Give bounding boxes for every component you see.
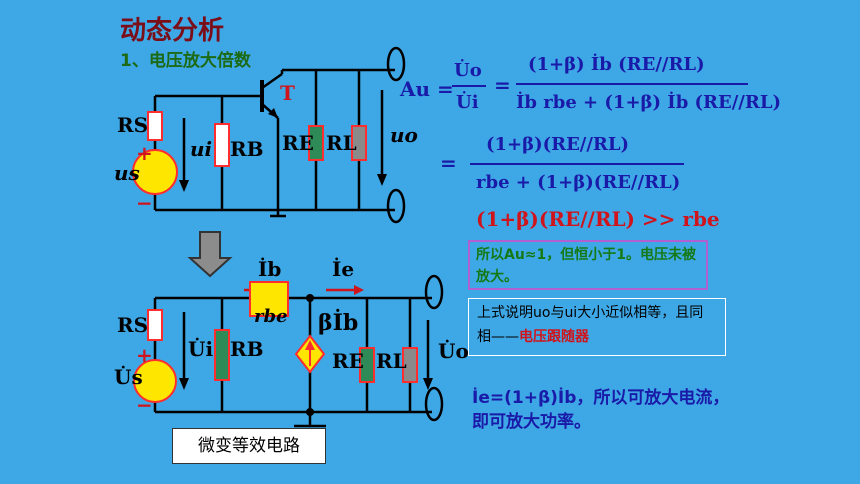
bottom-us-label: U̇s <box>114 365 143 389</box>
top-circuit <box>153 68 395 218</box>
top-output-terminal-upper <box>386 46 406 82</box>
current-gain-note: İe=(1+β)İb，所以可放大电流，即可放大功率。 <box>472 388 730 432</box>
follower-note: 上式说明uo与ui大小近似相等，且同相——电压跟随器 <box>468 298 726 356</box>
conclusion-note: 所以Au≈1，但恒小于1。电压未被放大。 <box>468 240 708 290</box>
top-plus-sign: + <box>136 141 153 165</box>
bottom-re-resistor <box>359 347 375 383</box>
top-us-label: us <box>114 161 140 185</box>
bottom-rs-resistor <box>147 309 163 341</box>
transform-down-arrow <box>187 231 233 278</box>
bottom-re-label: RE <box>332 349 364 373</box>
emitter-arrowhead <box>268 108 278 118</box>
rbe-resistor <box>249 281 289 317</box>
ui-arrowhead <box>179 180 189 192</box>
top-rs-label: RS <box>117 113 148 137</box>
formula-lhs: Au = <box>399 77 454 101</box>
bottom-uo-arrowhead <box>423 378 433 390</box>
formula-line1-denominator: İb rbe + (1+β) İb (RE//RL) <box>516 90 781 113</box>
bottom-ie-label: İe <box>332 257 354 281</box>
junction-dot-bottom <box>306 408 314 416</box>
formula-line2-numerator: (1+β)(RE//RL) <box>486 134 629 155</box>
junction-dot-top <box>306 294 314 302</box>
top-minus-sign: − <box>136 191 153 215</box>
formula-line2-denominator: rbe + (1+β)(RE//RL) <box>476 172 680 193</box>
top-uo-label: uo <box>390 123 418 147</box>
top-voltage-source <box>132 149 178 195</box>
bottom-rl-label: RL <box>376 349 407 373</box>
voltage-follower-highlight: 电压跟随器 <box>519 329 589 345</box>
bottom-rl-resistor <box>402 347 418 383</box>
top-rb-label: RB <box>230 137 264 161</box>
formula-lhs-numerator: U̇o <box>454 59 482 81</box>
bottom-minus-sign: − <box>136 393 153 417</box>
top-re-resistor <box>308 125 324 161</box>
top-rs-resistor <box>147 111 163 141</box>
bottom-rb-label: RB <box>230 337 264 361</box>
top-ui-label: ui <box>190 137 212 161</box>
formula-lhs-denominator: U̇i <box>456 91 479 113</box>
formula-line1-equals: = <box>494 73 511 97</box>
bottom-rs-label: RS <box>117 313 148 337</box>
uo-arrowhead <box>377 174 387 186</box>
top-rb-resistor <box>214 123 230 167</box>
bottom-output-terminal-upper <box>424 274 444 310</box>
formula-line1-numerator: (1+β) İb (RE//RL) <box>528 52 705 75</box>
beta-ib-label: βİb <box>318 308 358 336</box>
top-output-terminal-lower <box>386 188 406 224</box>
page-title: 动态分析 <box>120 16 225 46</box>
bottom-voltage-source <box>133 359 177 403</box>
top-re-label: RE <box>282 131 314 155</box>
bottom-ui-label: U̇i <box>188 337 213 361</box>
equivalent-circuit-caption: 微变等效电路 <box>172 428 326 464</box>
bottom-rb-resistor <box>214 329 230 381</box>
formula-line2-equals: = <box>440 151 457 175</box>
rbe-label: rbe <box>254 306 288 327</box>
top-rl-label: RL <box>326 131 357 155</box>
ie-arrowhead <box>354 285 364 295</box>
bottom-output-terminal-lower <box>424 386 444 422</box>
bottom-uo-label: U̇o <box>438 339 469 363</box>
bottom-ui-arrowhead <box>179 378 189 390</box>
formula-condition: (1+β)(RE//RL) >> rbe <box>476 207 720 231</box>
top-rl-resistor <box>351 125 367 161</box>
transistor-label: T <box>280 81 295 105</box>
bottom-plus-sign: + <box>136 343 153 367</box>
bottom-ib-label: İb <box>258 257 281 281</box>
section-subtitle: 1、电压放大倍数 <box>120 51 251 71</box>
follower-note-text: 上式说明uo与ui大小近似相等，且同相—— <box>477 305 704 345</box>
